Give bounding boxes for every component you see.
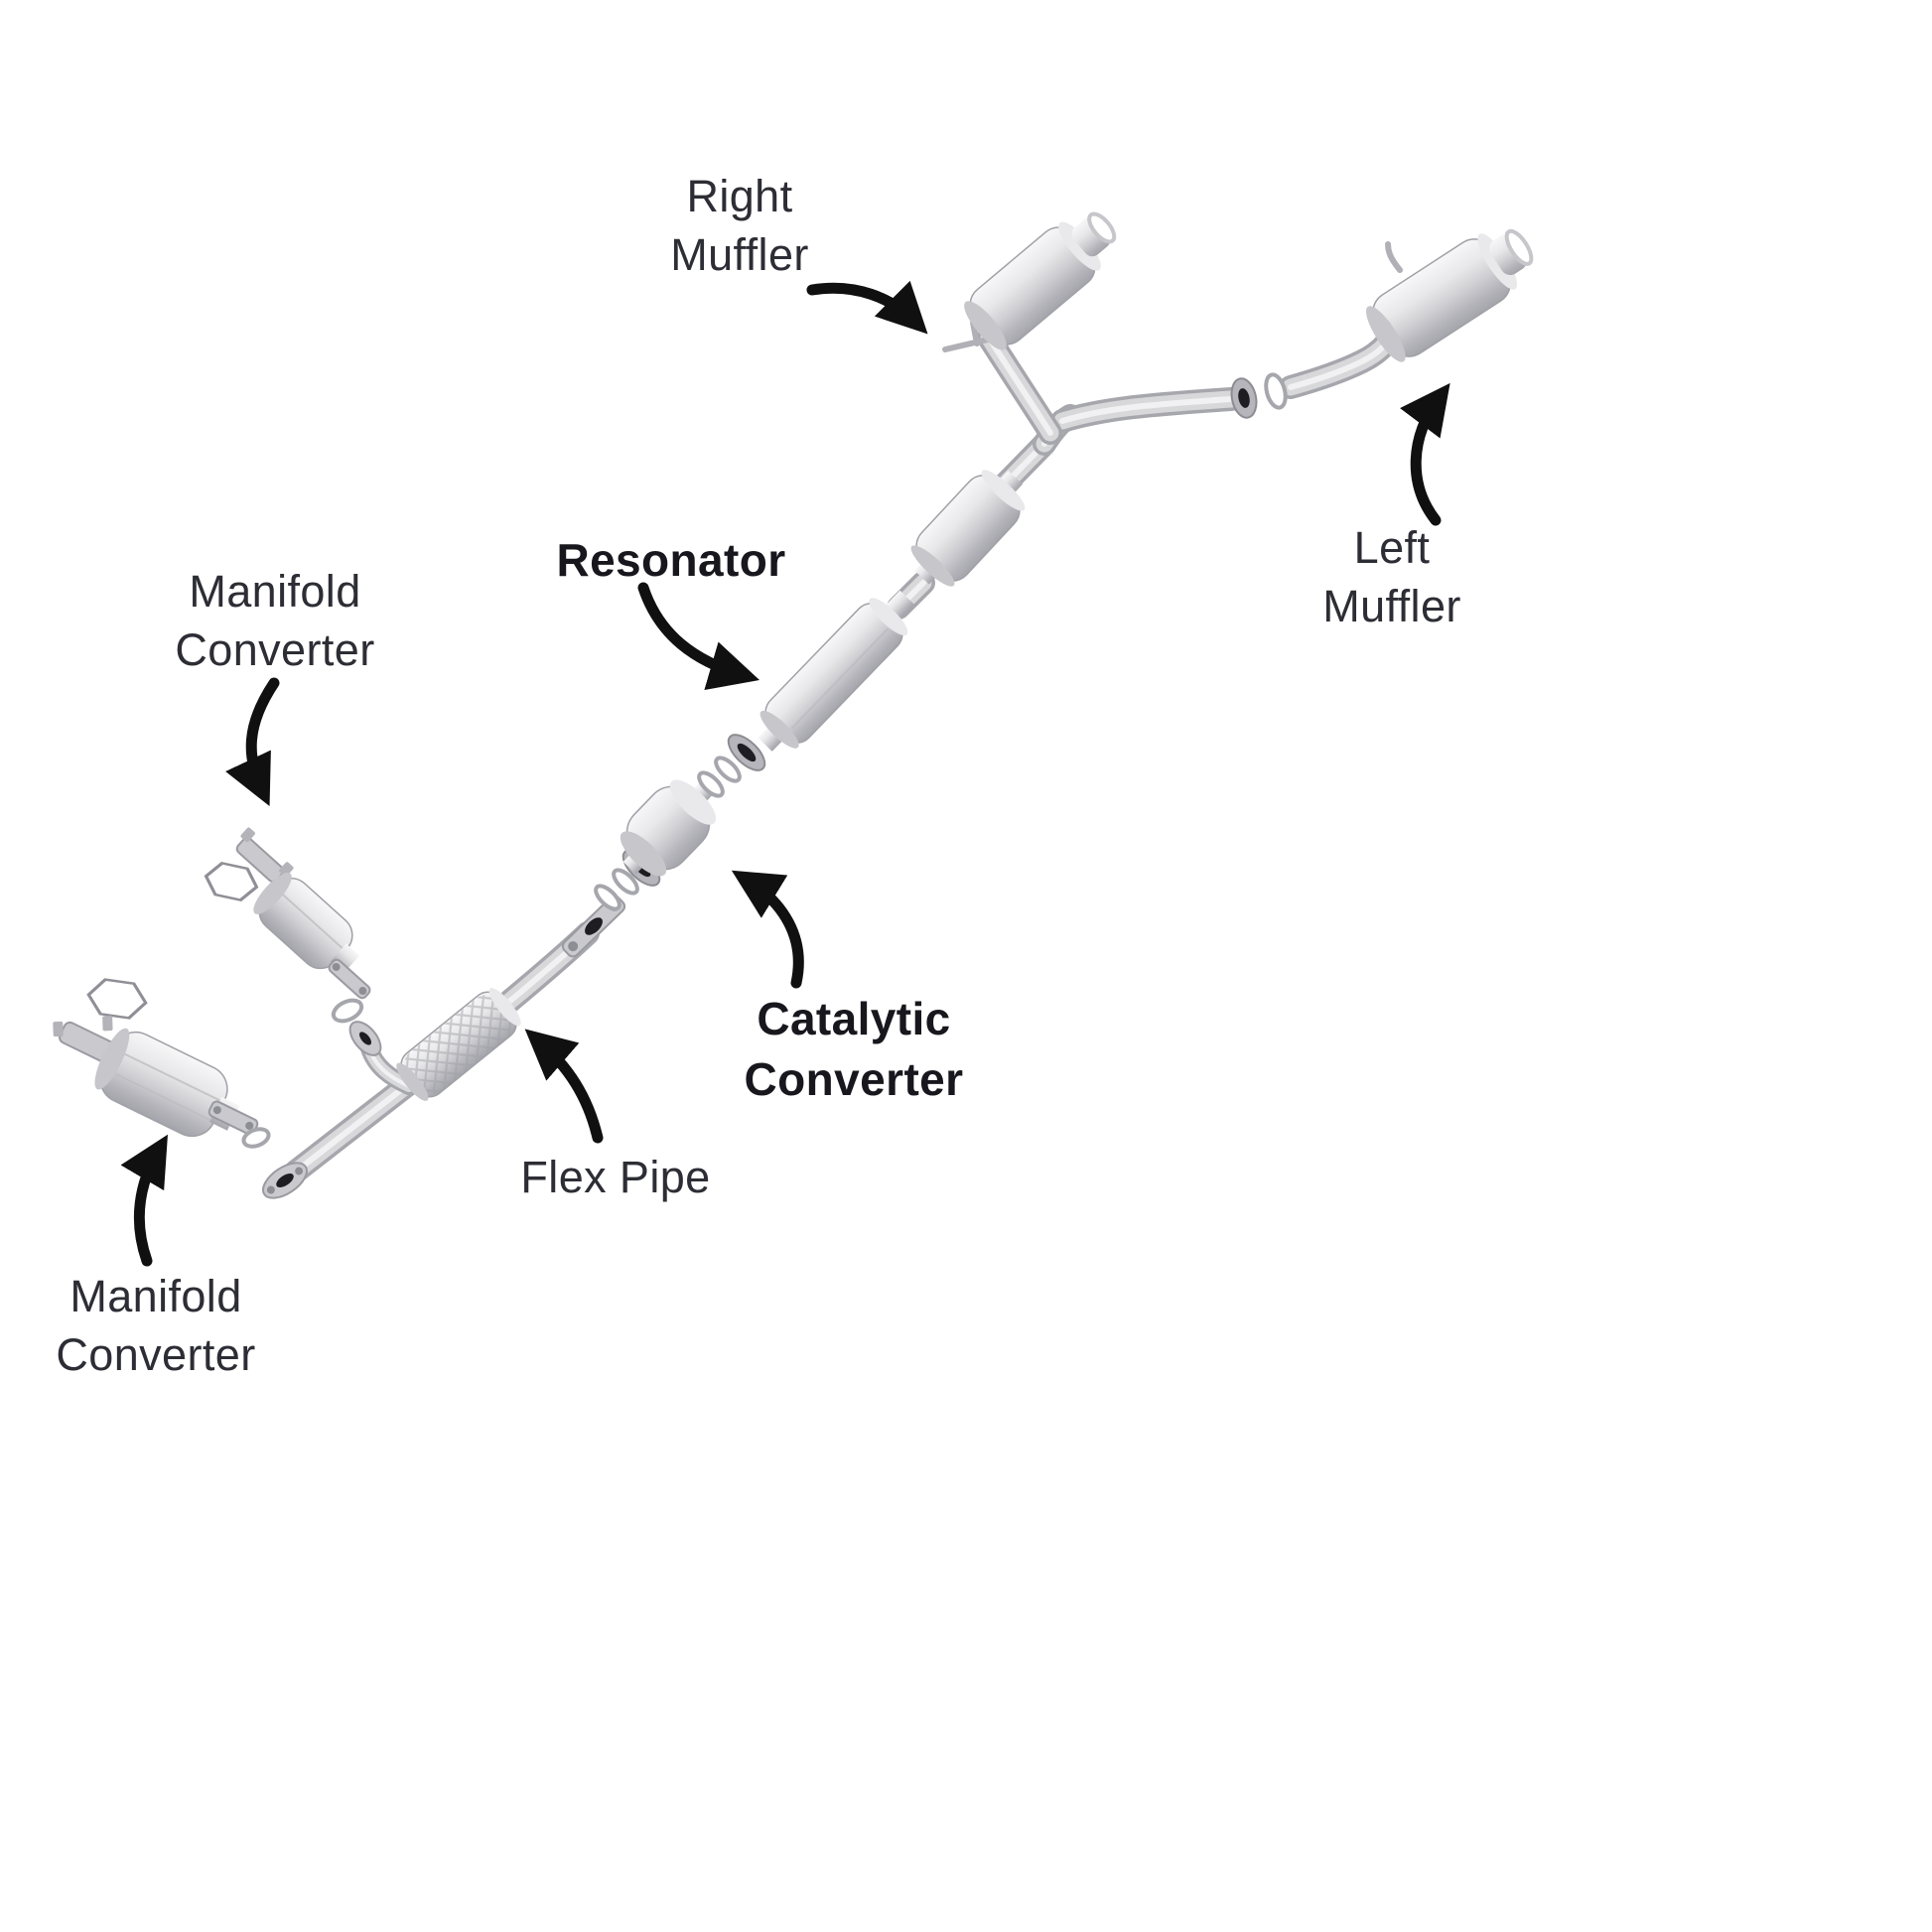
label-manifold-converter-upper: Manifold Converter <box>175 562 374 680</box>
resonator-part <box>758 590 914 752</box>
y-pipe <box>977 326 1243 456</box>
manifold-converter-lower-part <box>53 978 271 1149</box>
arrow-manifold-converter-upper <box>225 677 280 807</box>
branch-flange <box>348 1021 382 1056</box>
gasket-rings-front <box>594 868 639 911</box>
front-flange <box>262 1162 308 1199</box>
manifold-converter-upper-part <box>204 827 371 1024</box>
mid-flange <box>561 895 626 958</box>
catalytic-converter-part <box>620 779 717 877</box>
arrow-flex-pipe <box>524 1029 604 1144</box>
right-muffler-part <box>942 211 1117 352</box>
label-left-muffler-line1: Left <box>1353 522 1431 573</box>
gasket-rings-cat <box>697 756 742 798</box>
rear-flange <box>1230 377 1258 419</box>
arrow-catalytic-converter <box>731 870 804 989</box>
label-manifold-converter-upper-line2: Converter <box>175 624 375 676</box>
flex-pipe-part <box>396 988 521 1101</box>
label-resonator: Resonator <box>556 530 785 591</box>
label-catalytic-converter-line1: Catalytic <box>757 993 951 1044</box>
label-left-muffler-line2: Muffler <box>1322 581 1461 632</box>
label-right-muffler: Right Muffler <box>670 167 809 285</box>
label-right-muffler-line1: Right <box>686 171 793 221</box>
arrow-manifold-converter-lower <box>120 1134 168 1267</box>
rear-gasket-ring <box>1264 372 1288 410</box>
mid-resonator-part <box>910 470 1026 587</box>
label-flex-pipe-line1: Flex Pipe <box>520 1152 711 1202</box>
arrows <box>120 280 1450 1267</box>
label-manifold-converter-upper-line1: Manifold <box>189 566 361 617</box>
arrow-left-muffler <box>1400 382 1450 526</box>
label-resonator-line1: Resonator <box>556 534 786 586</box>
label-manifold-converter-lower-line1: Manifold <box>69 1271 242 1321</box>
arrow-resonator <box>637 582 760 691</box>
label-manifold-converter-lower-line2: Converter <box>56 1329 256 1381</box>
rear-pipe <box>1279 332 1398 399</box>
label-left-muffler: Left Muffler <box>1322 518 1461 636</box>
label-right-muffler-line2: Muffler <box>670 229 809 281</box>
label-manifold-converter-lower: Manifold Converter <box>56 1267 255 1385</box>
resonator-inlet-flange <box>727 734 766 771</box>
label-catalytic-converter: Catalytic Converter <box>745 989 964 1109</box>
arrow-right-muffler <box>806 280 928 335</box>
label-catalytic-converter-line2: Converter <box>744 1052 964 1105</box>
left-muffler-part <box>1365 228 1534 362</box>
label-flex-pipe: Flex Pipe <box>520 1148 710 1206</box>
